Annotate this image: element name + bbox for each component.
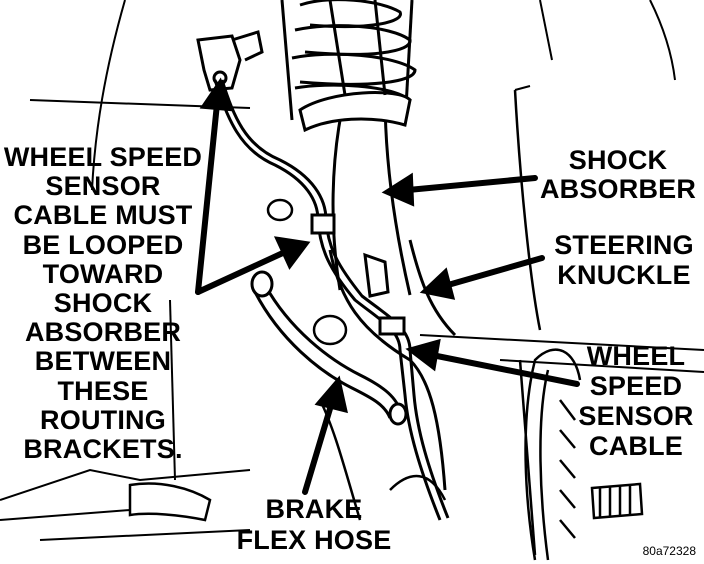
lower-control-area — [128, 198, 447, 522]
steering-knuckle-label: STEERING KNUCKLE — [554, 230, 694, 290]
shock-absorber-label: SHOCK ABSORBER — [539, 145, 697, 204]
arrow-to-sensor-cable — [429, 352, 580, 387]
wheel-speed-sensor-cable-label: WHEEL SPEED SENSOR CABLE — [578, 341, 694, 461]
upper-routing-bracket — [196, 30, 264, 92]
loop-note-label: WHEEL SPEED SENSOR CABLE MUST BE LOOPED … — [3, 142, 203, 465]
arrow-head-lower-bracket — [273, 236, 311, 270]
arrow-head-sensor-cable — [405, 338, 441, 372]
wheel-speed-sensor-cable-line — [213, 79, 450, 521]
arrow-head-brake-hose — [314, 375, 348, 414]
arrow-to-upper-bracket — [195, 101, 220, 295]
arrow-head-upper-bracket — [199, 77, 234, 112]
callout-arrows — [195, 77, 580, 495]
figure-id: 80a72328 — [642, 544, 696, 558]
arrow-to-brake-hose — [302, 399, 335, 495]
arrow-head-steering-knuckle — [419, 267, 456, 300]
wheel-studs — [590, 482, 644, 520]
arrow-to-lower-bracket — [195, 249, 288, 295]
shock-absorber-body — [298, 0, 412, 296]
brake-flex-hose-label: BRAKE FLEX HOSE — [236, 494, 392, 555]
arrow-to-steering-knuckle — [445, 255, 545, 288]
arrow-to-shock-absorber — [405, 175, 538, 193]
brake-rotor — [518, 348, 582, 561]
arrow-head-shock-absorber — [381, 172, 415, 207]
brake-flex-hose-line — [250, 270, 408, 426]
